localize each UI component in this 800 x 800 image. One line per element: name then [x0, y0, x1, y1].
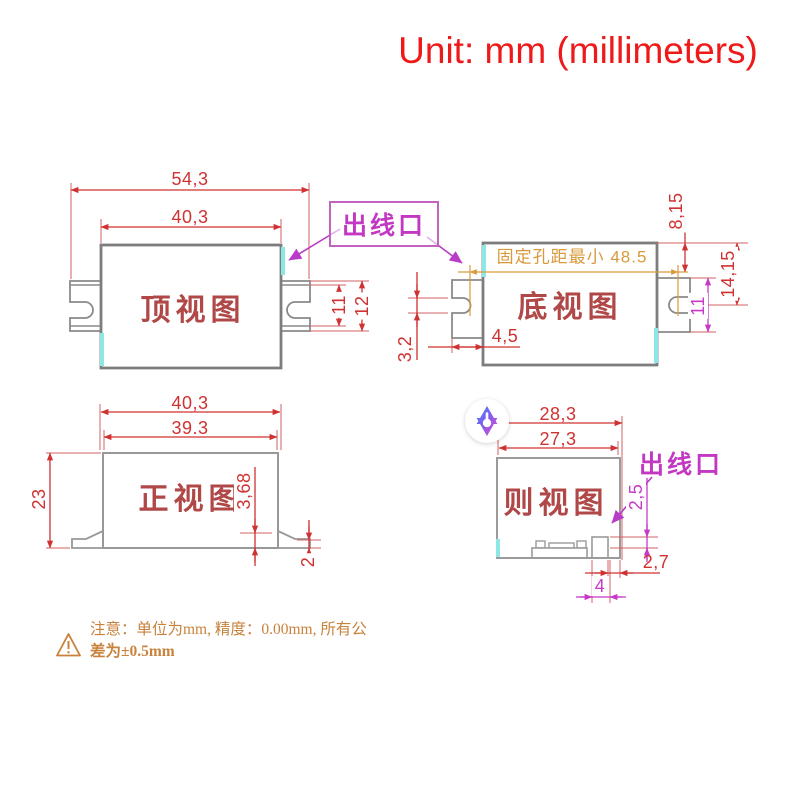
front-view-label: 正视图 — [138, 483, 244, 516]
dim-front-top-width: 40,3 — [171, 393, 209, 413]
page-title: Unit: mm (millimeters) — [398, 30, 758, 71]
dim-side-outlet-width: 4 — [591, 576, 609, 596]
warning-triangle-icon — [56, 633, 81, 657]
top-view-label: 顶视图 — [140, 294, 246, 327]
side-view-terminal-block — [531, 547, 588, 559]
dim-front-lip-height: 2 — [298, 553, 318, 571]
dim-bottom-tab-height: 11 — [688, 293, 708, 319]
front-view-left-flange — [71, 529, 104, 549]
dim-bottom-slot-width: 3,2 — [395, 332, 415, 366]
top-view-body — [99, 243, 283, 370]
dim-front-flange-height: 3,68 — [234, 469, 254, 513]
front-view-body — [102, 452, 279, 549]
side-view-label: 则视图 — [503, 487, 609, 520]
dim-bottom-edge-to-hole: 8,15 — [666, 189, 686, 233]
top-view-geometry — [69, 243, 311, 370]
side-view-geometry — [496, 457, 621, 559]
hole-spacing-note: 固定孔距最小 48.5 — [496, 247, 648, 267]
top-view-right-tab — [281, 280, 311, 332]
watermark-star-icon — [465, 399, 509, 443]
dim-top-total-width: 54,3 — [171, 169, 209, 189]
bottom-view-label: 底视图 — [517, 291, 623, 324]
outlet-callout-box: 出线口 — [328, 201, 440, 247]
dim-bottom-edge-to-slot: 14,15 — [718, 247, 738, 301]
side-view-body — [496, 457, 621, 559]
top-view-left-tab — [69, 280, 101, 332]
dim-side-body-depth: 27,3 — [539, 429, 577, 449]
dim-top-tab-inner: 11 — [329, 292, 349, 318]
dim-top-body-width: 40,3 — [171, 207, 209, 227]
bottom-view-right-tab — [657, 277, 691, 333]
bottom-view-left-tab — [451, 279, 483, 339]
magenta-dimension-lines — [576, 277, 712, 601]
front-view-geometry — [71, 452, 311, 549]
orange-dimension-lines — [458, 265, 688, 316]
dim-front-body-width: 39.3 — [171, 418, 209, 438]
dim-side-outlet-height: 2,5 — [626, 480, 646, 514]
tolerance-note: 注意：单位为mm, 精度：0.00mm, 所有公 差为±0.5mm — [90, 619, 390, 664]
bottom-view-body — [481, 241, 659, 367]
tolerance-note-line1: 注意：单位为mm, 精度：0.00mm, 所有公 — [90, 621, 367, 638]
dim-front-height: 23 — [29, 485, 49, 513]
dim-side-outlet-to-edge: 2,7 — [642, 552, 670, 572]
dim-side-total-depth: 28,3 — [539, 404, 577, 424]
tolerance-note-line2: 差为±0.5mm — [90, 643, 175, 661]
outlet-callout-text: 出线口 — [638, 452, 724, 479]
dim-top-tab-outer: 12 — [352, 292, 372, 320]
side-view-outlet — [591, 536, 609, 559]
dim-bottom-tab-offset: 4,5 — [491, 326, 519, 346]
